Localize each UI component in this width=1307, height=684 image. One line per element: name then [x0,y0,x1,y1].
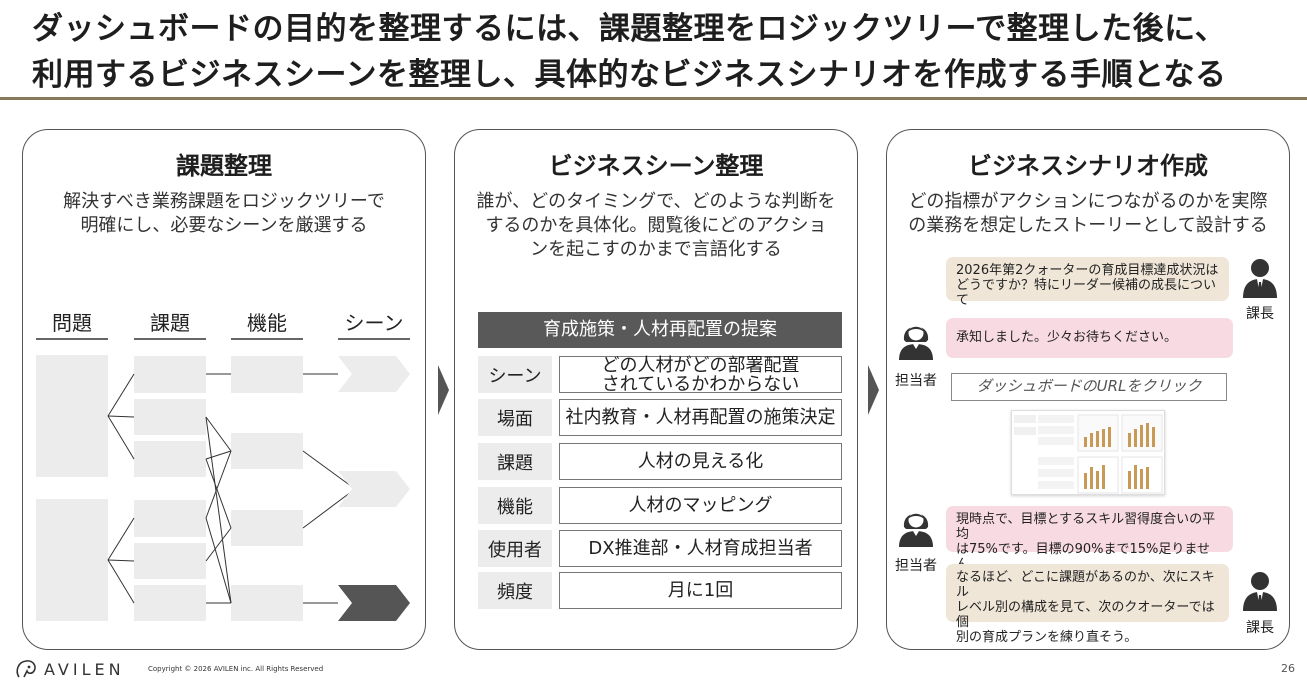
panel3-title: ビジネスシナリオ作成 [968,152,1208,180]
column-header-scene: シーン [344,311,404,335]
scene-row-label: 場面 [478,399,552,436]
scene-table-title: 育成施策・人材再配置の提案 [478,312,842,348]
staff-label: 担当者 [895,373,937,389]
manager-label: 課長 [1246,306,1274,322]
function-box [231,585,303,621]
step-arrow-icon [438,365,449,415]
issue-box [134,500,206,537]
column-rule [134,338,206,340]
issue-box [134,585,206,621]
title-rule [0,97,1307,100]
page-number: 26 [1281,662,1295,675]
staff-label: 担当者 [895,558,937,574]
scene-row-value: 月に1回 [559,572,842,609]
column-header-problem: 問題 [52,311,92,335]
scene-row-value: DX推進部・人材育成担当者 [559,530,842,567]
logo-text: AVILEN [44,659,125,679]
scene-row-label: シーン [478,356,552,393]
scene-row-label: 頻度 [478,572,552,609]
panel-business-scene: ビジネスシーン整理 誰が、どのタイミングで、どのような判断を するのかを具体化。… [454,129,858,650]
issue-box [134,543,206,579]
copyright-text: Copyright © 2026 AVILEN inc. All Rights … [148,665,324,673]
panel2-title: ビジネスシーン整理 [548,152,764,180]
manager-avatar-icon [1243,572,1277,611]
panel2-description: 誰が、どのタイミングで、どのような判断を するのかを具体化。閲覧後にどのアクショ… [476,191,836,260]
dashboard-url-action[interactable]: ダッシュボードのURLをクリック [951,373,1227,401]
panel3-description: どの指標がアクションにつながるのかを実際 の業務を想定したストーリーとして設計す… [908,191,1268,236]
column-rule [338,338,410,340]
panel1-title: 課題整理 [176,152,272,180]
scene-row-label: 課題 [478,443,552,480]
staff-avatar-icon [899,512,933,547]
scene-row-value: どの人材がどの部署配置 されているかわからない [559,356,842,394]
column-rule [231,338,303,340]
function-box [231,510,303,546]
issue-box [134,399,206,435]
panel-business-scenario: ビジネスシナリオ作成 どの指標がアクションにつながるのかを実際 の業務を想定した… [886,129,1290,650]
function-box [231,356,303,393]
chat-bubble-staff: 承知しました。少々お待ちください。 [946,318,1233,358]
column-rule [36,338,108,340]
issue-box [134,356,206,393]
company-logo: AVILEN [14,659,125,679]
step-arrow-icon [868,365,879,415]
chat-bubble-staff: 現時点で、目標とするスキル習得度合いの平均 は75%です。目標の90%まで15%… [946,506,1233,572]
scene-row-value: 社内教育・人材再配置の施策決定 [559,399,842,436]
chat-bubble-manager: 2026年第2クォーターの育成目標達成状況は どうですか？特にリーダー候補の成長… [946,257,1229,308]
issue-box [134,441,206,477]
column-header-issue: 課題 [150,311,190,335]
manager-label: 課長 [1246,620,1274,636]
dashboard-thumbnail [1011,410,1165,495]
scene-row-value: 人材の見える化 [559,443,842,480]
problem-box [36,355,108,477]
scene-row-value: 人材のマッピング [559,487,842,524]
dashboard-thumbnail-graphic [1014,414,1163,494]
column-header-function: 機能 [247,311,287,335]
function-box [231,433,303,469]
scene-row-label: 機能 [478,487,552,524]
avilen-logo-icon [16,660,36,678]
manager-avatar-icon [1243,259,1277,298]
chat-bubble-manager: なるほど、どこに課題があるのか、次にスキル レベル別の構成を見て、次のクオーター… [946,564,1229,645]
slide-title: ダッシュボードの目的を整理するには、課題整理をロジックツリーで整理した後に、 利… [32,11,1227,93]
scene-row-label: 使用者 [478,530,552,567]
problem-box [36,499,108,621]
panel1-description: 解決すべき業務課題をロジックツリーで 明確にし、必要なシーンを厳選する [63,191,385,236]
staff-avatar-icon [899,325,933,360]
